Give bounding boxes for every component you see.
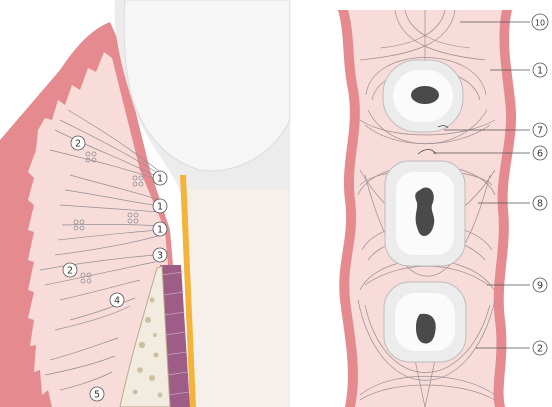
callout-5: 5 bbox=[90, 387, 104, 401]
svg-text:2: 2 bbox=[537, 344, 543, 355]
svg-text:8: 8 bbox=[537, 199, 543, 210]
callout-1c: 1 bbox=[153, 222, 167, 236]
callout-10: 10 bbox=[532, 14, 548, 30]
left-root bbox=[186, 190, 290, 407]
callout-3: 3 bbox=[153, 248, 167, 262]
svg-text:5: 5 bbox=[94, 390, 100, 401]
svg-text:2: 2 bbox=[75, 139, 81, 150]
callout-2b: 2 bbox=[63, 263, 77, 277]
svg-text:1: 1 bbox=[537, 66, 543, 77]
callout-6: 6 bbox=[533, 146, 547, 160]
callout-9: 9 bbox=[533, 278, 547, 292]
callout-7: 7 bbox=[533, 123, 547, 137]
svg-text:10: 10 bbox=[535, 19, 545, 28]
callout-2a: 2 bbox=[71, 136, 85, 150]
right-tooth-section-1 bbox=[383, 60, 463, 132]
right-tooth-section-3 bbox=[384, 282, 466, 362]
svg-text:6: 6 bbox=[537, 149, 543, 160]
right-panel: 10 1 7 6 8 9 2 bbox=[338, 10, 548, 407]
left-panel: 1 1 1 2 2 3 4 5 bbox=[0, 0, 290, 407]
svg-text:1: 1 bbox=[157, 174, 163, 185]
callout-1-right: 1 bbox=[533, 63, 547, 77]
callout-1a: 1 bbox=[153, 171, 167, 185]
svg-text:3: 3 bbox=[157, 251, 163, 262]
callout-8: 8 bbox=[533, 196, 547, 210]
callout-2-right: 2 bbox=[533, 341, 547, 355]
svg-text:1: 1 bbox=[157, 202, 163, 213]
svg-text:9: 9 bbox=[537, 281, 543, 292]
svg-text:2: 2 bbox=[67, 266, 73, 277]
right-tooth-section-2 bbox=[385, 161, 465, 266]
svg-text:1: 1 bbox=[157, 225, 163, 236]
callout-4: 4 bbox=[110, 293, 124, 307]
svg-text:7: 7 bbox=[537, 126, 543, 137]
right-callouts: 10 1 7 6 8 9 2 bbox=[532, 14, 548, 355]
callout-1b: 1 bbox=[153, 199, 167, 213]
svg-text:4: 4 bbox=[114, 296, 120, 307]
left-enamel bbox=[124, 0, 290, 171]
